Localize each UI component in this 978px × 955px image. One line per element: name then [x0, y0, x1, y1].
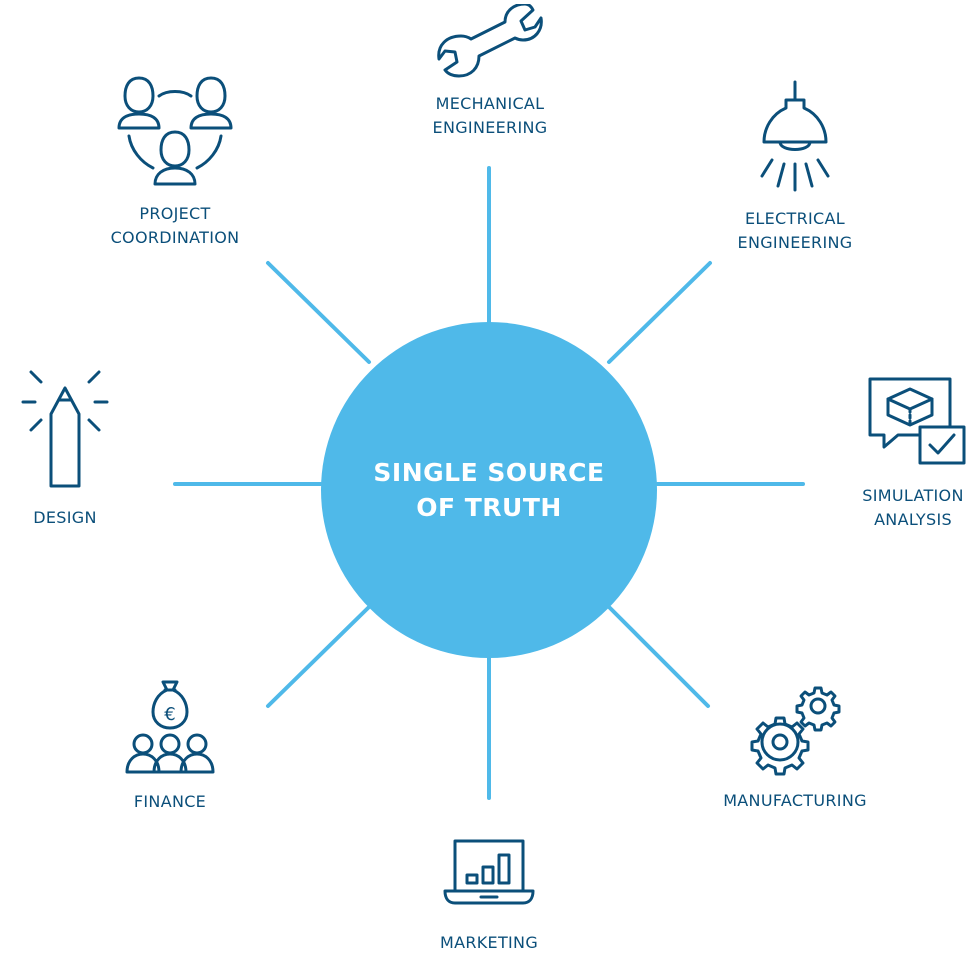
hub-title-line1: SINGLE SOURCE [373, 458, 605, 487]
node-simulation-analysis: SIMULATION ANALYSIS [848, 375, 978, 532]
node-marketing: MARKETING [414, 835, 564, 955]
hub-circle: SINGLE SOURCE OF TRUTH [321, 322, 657, 658]
electrical-label-line1: ELECTRICAL [745, 209, 845, 228]
wrench-icon [437, 4, 543, 78]
finance-label: FINANCE [133, 792, 207, 811]
node-electrical-engineering: ELECTRICAL ENGINEERING [720, 80, 870, 255]
laptop-chart-icon [443, 839, 535, 905]
team-icon [117, 76, 233, 186]
mechanical-label-line2: ENGINEERING [432, 118, 548, 137]
simulation-label-line1: SIMULATION [862, 486, 964, 505]
spoke-project [266, 261, 371, 364]
manufacturing-label: MANUFACTURING [723, 791, 867, 810]
marketing-label: MARKETING [439, 933, 539, 952]
project-label-line1: PROJECT [139, 204, 211, 223]
svg-text:€: € [164, 704, 175, 725]
spoke-electrical [607, 261, 712, 364]
pencil-icon [21, 370, 109, 488]
electrical-label-line2: ENGINEERING [737, 233, 853, 252]
hub-title-line2: OF TRUTH [416, 493, 562, 522]
mechanical-label-line1: MECHANICAL [435, 94, 545, 113]
lamp-icon [760, 80, 830, 192]
project-label-line2: COORDINATION [110, 228, 240, 247]
node-finance: € FINANCE [105, 678, 235, 814]
design-label: DESIGN [33, 508, 97, 527]
simulation-chat-icon [868, 377, 966, 465]
node-project-coordination: PROJECT COORDINATION [100, 70, 250, 250]
gears-icon [750, 686, 841, 776]
node-manufacturing: MANUFACTURING [700, 682, 890, 813]
node-mechanical-engineering: MECHANICAL ENGINEERING [405, 4, 575, 140]
spoke-finance [266, 605, 371, 708]
money-bag-people-icon: € [125, 680, 215, 774]
spoke-manufacturing [607, 605, 710, 708]
simulation-label-line2: ANALYSIS [874, 510, 952, 529]
node-design: DESIGN [10, 368, 120, 530]
